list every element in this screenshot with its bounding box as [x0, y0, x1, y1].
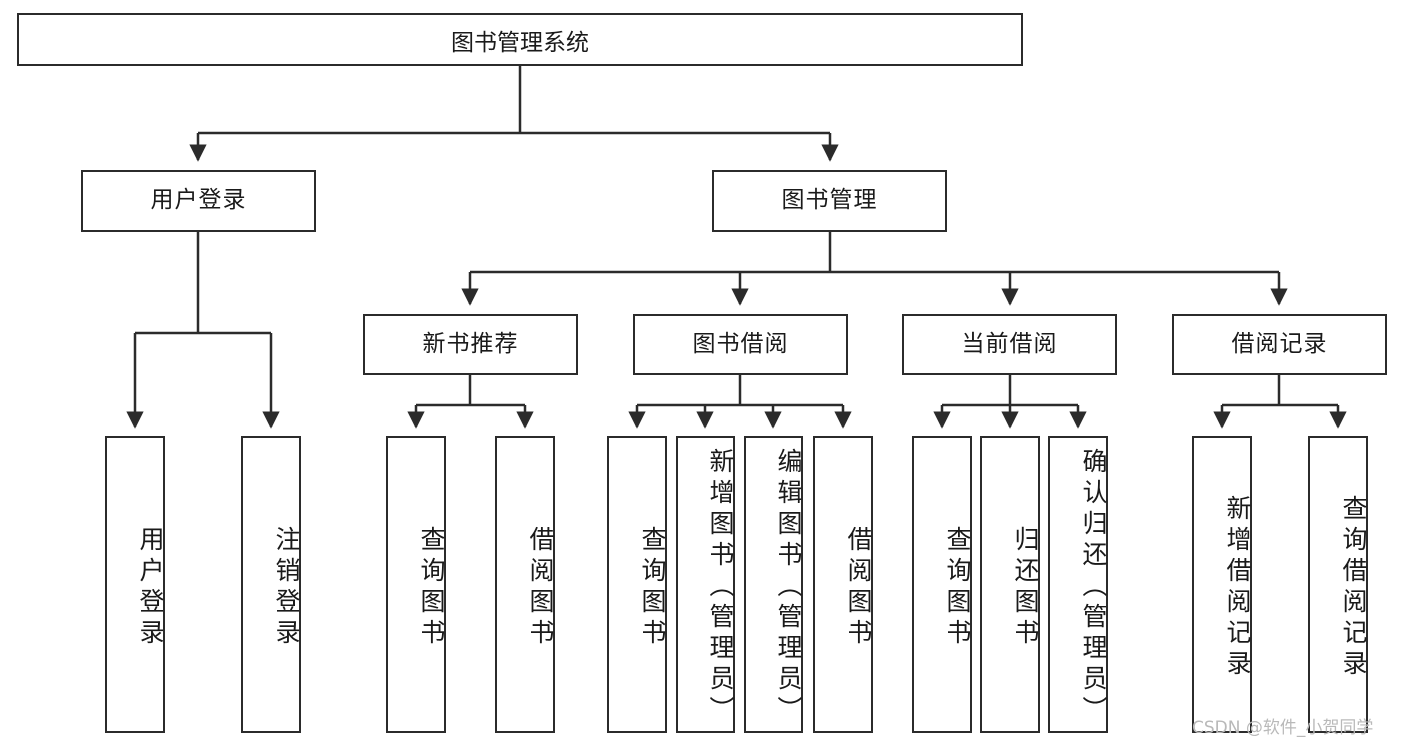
node-user-login-label: 用户登录 — [150, 187, 247, 214]
node-new-book-recommend[interactable]: 新书推荐 — [363, 314, 578, 375]
node-borrow-record[interactable]: 借阅记录 — [1172, 314, 1387, 375]
leaf-book-borrow-add[interactable]: 新增图书（管理员） — [676, 436, 735, 733]
leaf-new-book-query[interactable]: 查询图书 — [386, 436, 446, 733]
node-book-borrow-label: 图书借阅 — [692, 330, 789, 357]
leaf-new-book-borrow-label: 借阅图书 — [526, 525, 555, 650]
leaf-user-login-logout[interactable]: 注销登录 — [241, 436, 301, 733]
leaf-book-borrow-borrow[interactable]: 借阅图书 — [813, 436, 873, 733]
leaf-new-book-query-label: 查询图书 — [417, 525, 446, 650]
node-current-borrow[interactable]: 当前借阅 — [902, 314, 1117, 375]
node-root-system[interactable]: 图书管理系统 — [17, 13, 1023, 66]
node-root-system-label: 图书管理系统 — [451, 29, 589, 56]
leaf-book-borrow-edit[interactable]: 编辑图书（管理员） — [744, 436, 803, 733]
leaf-book-borrow-edit-label: 编辑图书（管理员） — [774, 448, 803, 727]
leaf-user-login-login-label: 用户登录 — [136, 525, 165, 650]
leaf-current-borrow-return-label: 归还图书 — [1011, 525, 1040, 650]
node-book-borrow[interactable]: 图书借阅 — [633, 314, 848, 375]
leaf-borrow-record-add-label: 新增借阅记录 — [1223, 494, 1252, 681]
leaf-book-borrow-add-label: 新增图书（管理员） — [706, 448, 735, 727]
node-current-borrow-label: 当前借阅 — [961, 330, 1058, 357]
leaf-current-borrow-confirm[interactable]: 确认归还（管理员） — [1048, 436, 1108, 733]
node-borrow-record-label: 借阅记录 — [1231, 330, 1328, 357]
leaf-borrow-record-query[interactable]: 查询借阅记录 — [1308, 436, 1368, 733]
leaf-book-borrow-borrow-label: 借阅图书 — [844, 525, 873, 650]
leaf-current-borrow-confirm-label: 确认归还（管理员） — [1079, 448, 1108, 727]
leaf-book-borrow-query[interactable]: 查询图书 — [607, 436, 667, 733]
leaf-user-login-logout-label: 注销登录 — [272, 525, 301, 650]
node-book-management-label: 图书管理 — [781, 187, 878, 214]
leaf-new-book-borrow[interactable]: 借阅图书 — [495, 436, 555, 733]
node-new-book-recommend-label: 新书推荐 — [422, 330, 519, 357]
node-user-login[interactable]: 用户登录 — [81, 170, 316, 232]
leaf-current-borrow-query-label: 查询图书 — [943, 525, 972, 650]
leaf-borrow-record-add[interactable]: 新增借阅记录 — [1192, 436, 1252, 733]
leaf-book-borrow-query-label: 查询图书 — [638, 525, 667, 650]
leaf-current-borrow-query[interactable]: 查询图书 — [912, 436, 972, 733]
leaf-current-borrow-return[interactable]: 归还图书 — [980, 436, 1040, 733]
node-book-management[interactable]: 图书管理 — [712, 170, 947, 232]
leaf-user-login-login[interactable]: 用户登录 — [105, 436, 165, 733]
csdn-watermark: CSDN @软件_小贺同学 — [1192, 718, 1374, 738]
leaf-borrow-record-query-label: 查询借阅记录 — [1339, 494, 1368, 681]
